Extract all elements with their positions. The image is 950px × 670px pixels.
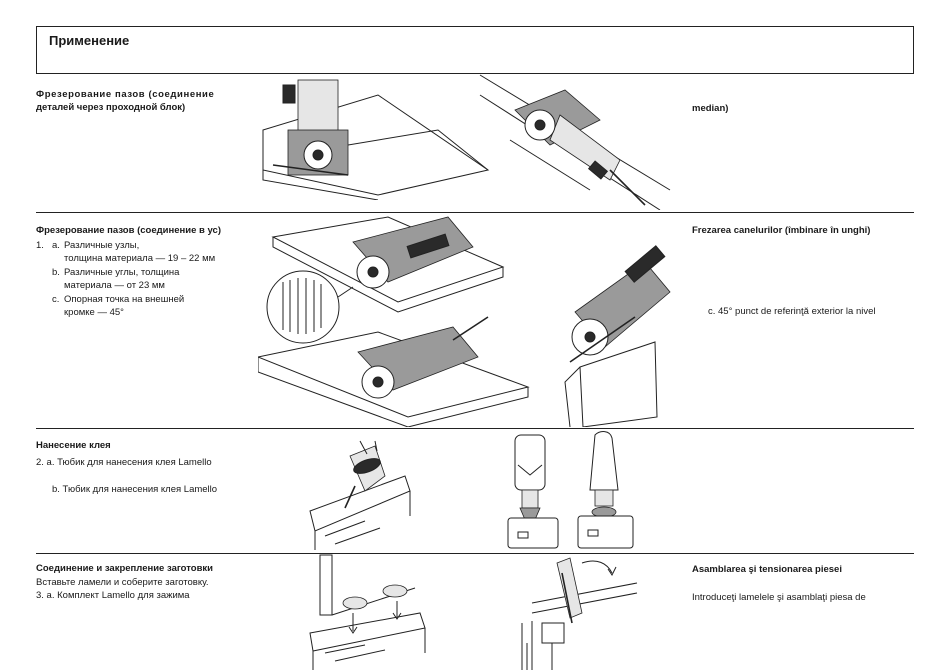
divider-2: [36, 428, 914, 429]
biscuit-joiner-angled-illustration: [470, 70, 680, 210]
section1-title-line1: Фрезерование пазов (соединение: [36, 89, 215, 100]
biscuit-joiner-vertical-illustration: [258, 70, 498, 200]
section4-right-text: Introduceţi lamelele şi asamblaţi piesa …: [692, 592, 866, 603]
section2-item-a-line1: Различные узлы,: [64, 240, 140, 251]
section2-item-b-line1: Различные углы, толщина: [64, 267, 180, 278]
section2-item-a-letter: a.: [52, 240, 60, 251]
section4-line2: 3. a. Комплект Lamello для зажима: [36, 590, 190, 601]
section3-item-a: 2. a. Тюбик для нанесения клея Lamello: [36, 457, 212, 468]
section4-line1: Вставьте ламели и соберите заготовку.: [36, 577, 209, 588]
section2-title: Фрезерование пазов (соединение в ус): [36, 225, 221, 236]
section2-right-text: c. 45° punct de referinţă exterior la ni…: [708, 306, 876, 317]
biscuit-joiner-miter-illustration: [258, 212, 538, 427]
page-title: Применение: [49, 33, 130, 48]
section3-title: Нанесение клея: [36, 440, 111, 451]
header-box: Применение: [36, 26, 914, 74]
section2-item-num: 1.: [36, 240, 44, 251]
glue-bottle-stand-illustration: [500, 430, 640, 552]
section1-title-line2: деталей через проходной блок): [36, 102, 186, 113]
glue-bottle-illustration: [305, 436, 415, 550]
section2-item-c-line2: кромке — 45°: [64, 307, 124, 318]
section2-item-b-line2: материала — от 23 мм: [64, 280, 165, 291]
biscuit-joiner-45-illustration: [545, 232, 680, 427]
section1-right-text: median): [692, 103, 729, 114]
section2-item-c-line1: Опорная точка на внешней: [64, 294, 185, 305]
divider-3: [36, 553, 914, 554]
clamp-illustration: [512, 553, 642, 670]
section2-item-b-letter: b.: [52, 267, 60, 278]
section3-item-b: b. Тюбик для нанесения клея Lamello: [52, 484, 218, 495]
section4-right-title: Asamblarea şi tensionarea piesei: [692, 564, 842, 575]
section2-item-c-letter: c.: [52, 294, 60, 305]
biscuit-assembly-illustration: [305, 553, 430, 670]
section4-title: Соединение и закрепление заготовки: [36, 563, 214, 574]
section2-item-a-line2: толщина материала — 19 – 22 мм: [64, 253, 216, 264]
section2-right-title: Frezarea canelurilor (îmbinare în unghi): [692, 225, 871, 236]
divider-1: [36, 212, 914, 213]
